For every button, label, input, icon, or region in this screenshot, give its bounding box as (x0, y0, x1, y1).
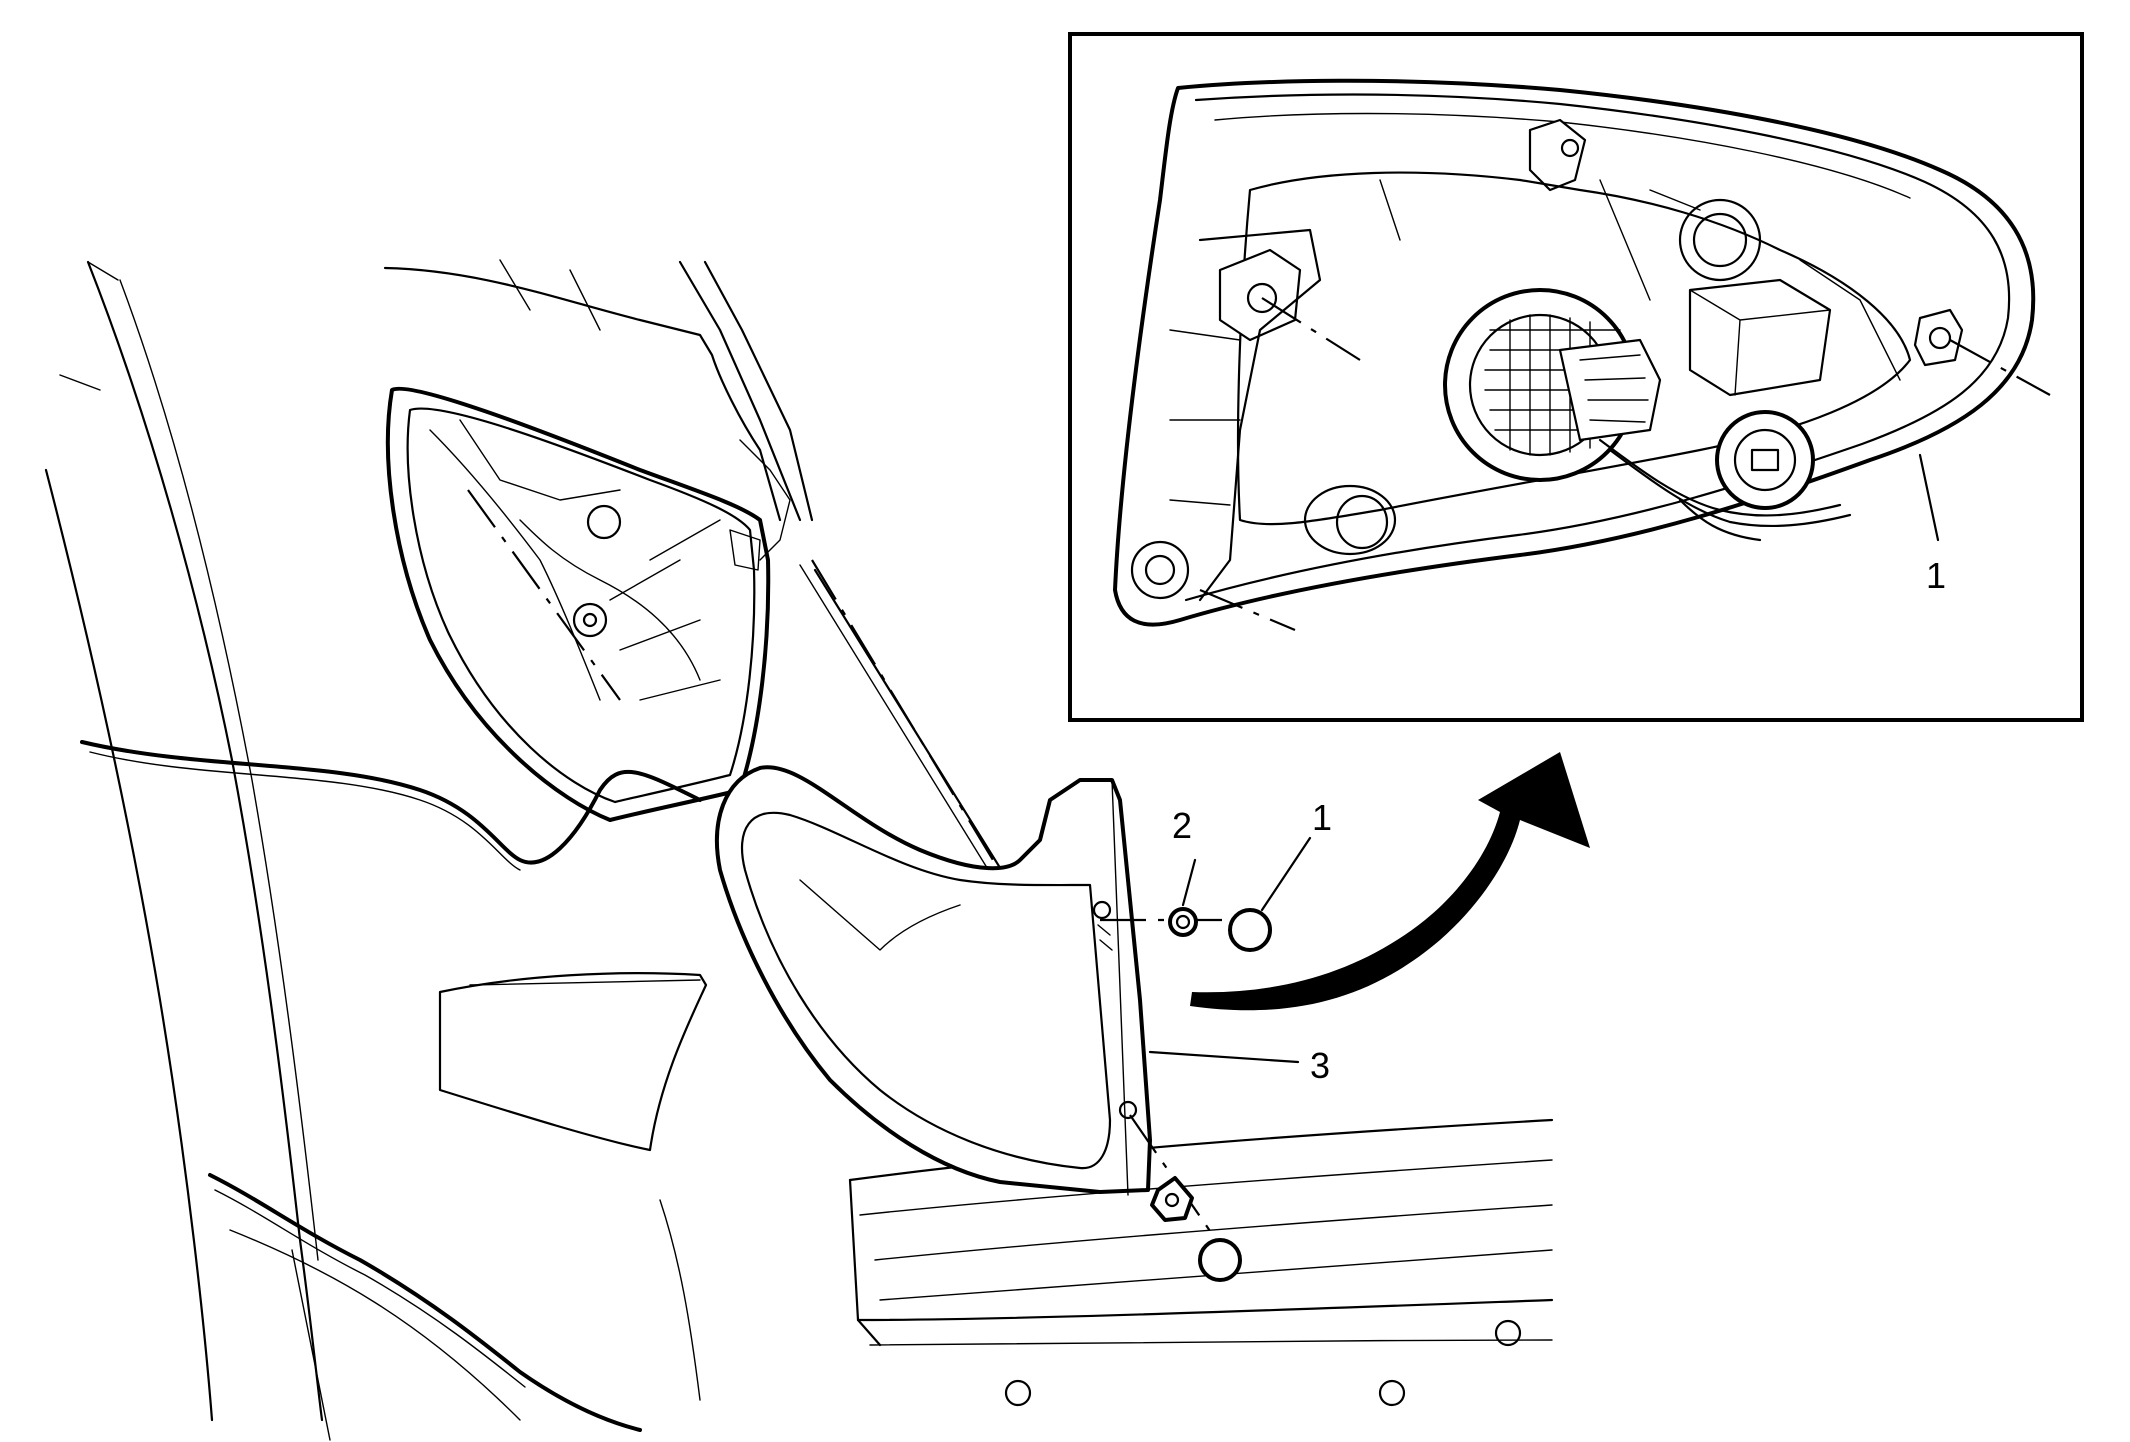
bumper-upper-sweep (208, 1173, 642, 1432)
inset-stud-axis-lower (1199, 588, 1296, 632)
pocket-detail-2 (459, 419, 621, 501)
inset-housing-rim (1184, 93, 2011, 602)
tail-lamp-lens-highlight (799, 879, 961, 951)
quarter-panel-crease (119, 279, 319, 1261)
bumper-side-line (291, 1249, 331, 1441)
main-callouts: 2 1 3 (1148, 797, 1332, 1086)
bracket-detail (729, 529, 761, 571)
inset-top-clip (1528, 118, 1587, 192)
rear-fascia-band-3 (879, 1249, 1553, 1301)
upper-nut (1168, 907, 1198, 937)
inset-left-stud-lower (1144, 554, 1176, 586)
quarter-panel-edge-left-inner (59, 261, 119, 391)
callout-1-main: 1 (1312, 797, 1332, 838)
upper-nut-bore (1175, 914, 1191, 930)
inset-left-stud-upper (1246, 282, 1278, 314)
c-pillar-edge-2 (703, 260, 814, 522)
inset-stud-axis-upper (1261, 297, 1361, 361)
pocket-hole-1-center (582, 612, 598, 628)
shoulder-line-inner (89, 751, 521, 871)
pocket-hole-1 (572, 602, 608, 638)
rear-fascia-left-edge (848, 1178, 882, 1347)
leader-3 (1148, 1050, 1300, 1064)
vehicle-rear-quarter (44, 259, 1554, 1441)
lamp-stud-upper-thread (1097, 924, 1113, 951)
inset-left-bracket-ribs (1169, 329, 1241, 506)
inset-stud-axis-right (1949, 339, 2051, 396)
tail-lamp-assembly (715, 765, 1152, 1196)
fascia-hole-2 (1004, 1379, 1032, 1407)
shoulder-line (80, 740, 702, 865)
inset-reflector-bulge (1303, 484, 1397, 556)
inset-socket-2-face (1733, 428, 1797, 492)
leader-2 (1181, 858, 1197, 907)
inset-housing-ribs (1379, 179, 1901, 381)
inset-leader-1 (1918, 453, 1940, 542)
upper-body-opening-inner (499, 259, 601, 331)
inset-harness-3 (1678, 498, 1762, 542)
inset-right-box (1688, 278, 1832, 397)
fascia-hole-1 (1494, 1319, 1522, 1347)
rear-fascia-lower (869, 1339, 1553, 1346)
inset-left-bracket (1198, 228, 1322, 602)
inset-socket-2-ring (1715, 410, 1815, 510)
c-pillar-edge (678, 260, 802, 522)
inset-right-box-edge (1689, 289, 1831, 396)
lower-nut (1150, 1176, 1194, 1222)
reflector-strip (438, 972, 708, 1152)
fascia-hole-3 (1378, 1379, 1406, 1407)
lamp-stud-upper (1092, 900, 1112, 920)
pocket-hole-2 (586, 504, 622, 540)
quarter-panel-edge-left (44, 468, 214, 1422)
inset-harness (1598, 438, 1842, 517)
lower-nut-bore (1164, 1192, 1180, 1208)
inset-view: 1 (1068, 32, 2084, 722)
reflector-strip-inner (469, 979, 701, 986)
fasteners (1100, 907, 1272, 1282)
callout-3: 3 (1310, 1045, 1330, 1086)
rear-fascia-bottom (856, 1298, 1554, 1322)
c-pillar-detail (739, 439, 791, 561)
deck-lid-inner (799, 564, 1011, 906)
alignment-line-lamp (811, 559, 1006, 881)
lower-cap (1198, 1238, 1242, 1282)
inset-inner-cavity (1236, 171, 1912, 526)
tail-lamp-flange (1111, 779, 1129, 1196)
tail-lamp-outer (715, 765, 1152, 1194)
pocket-detail-1 (429, 429, 601, 701)
rear-fascia-band-2 (874, 1204, 1553, 1261)
alignment-line-pocket (467, 489, 621, 701)
inset-top-clip-hole (1560, 138, 1580, 158)
lamp-stud-lower (1118, 1100, 1138, 1120)
inset-harness-2 (1608, 448, 1852, 528)
bumper-fold (659, 1199, 701, 1401)
callout-2: 2 (1172, 805, 1192, 846)
lamp-pocket-inner (406, 407, 756, 804)
inset-socket-3-ring (1678, 198, 1762, 282)
inset-connector-detail (1579, 354, 1649, 423)
upper-cap (1228, 908, 1272, 952)
inset-callout-1: 1 (1926, 555, 1946, 596)
tail-lamp-lens (740, 811, 1112, 1170)
inset-right-stud (1913, 308, 1964, 367)
curved-arrow-icon (1190, 752, 1590, 1011)
inset-reflector-bulge-inner (1335, 494, 1389, 550)
upper-body-opening (383, 266, 782, 522)
view-direction-arrow (1190, 752, 1590, 1011)
quarter-panel-outline (86, 260, 324, 1422)
pocket-detail-3 (519, 519, 701, 681)
inset-left-stud-lower-boss (1130, 540, 1190, 600)
inset-right-stud-hole (1928, 326, 1952, 350)
inset-socket-2-key (1750, 448, 1780, 472)
leader-1-main (1260, 836, 1312, 912)
inset-connector (1558, 338, 1662, 442)
inset-socket-3-face (1692, 212, 1748, 268)
pocket-ribs (609, 519, 721, 701)
bumper-upper-sweep-inner (214, 1189, 526, 1388)
bumper-lower-line (229, 1229, 521, 1421)
